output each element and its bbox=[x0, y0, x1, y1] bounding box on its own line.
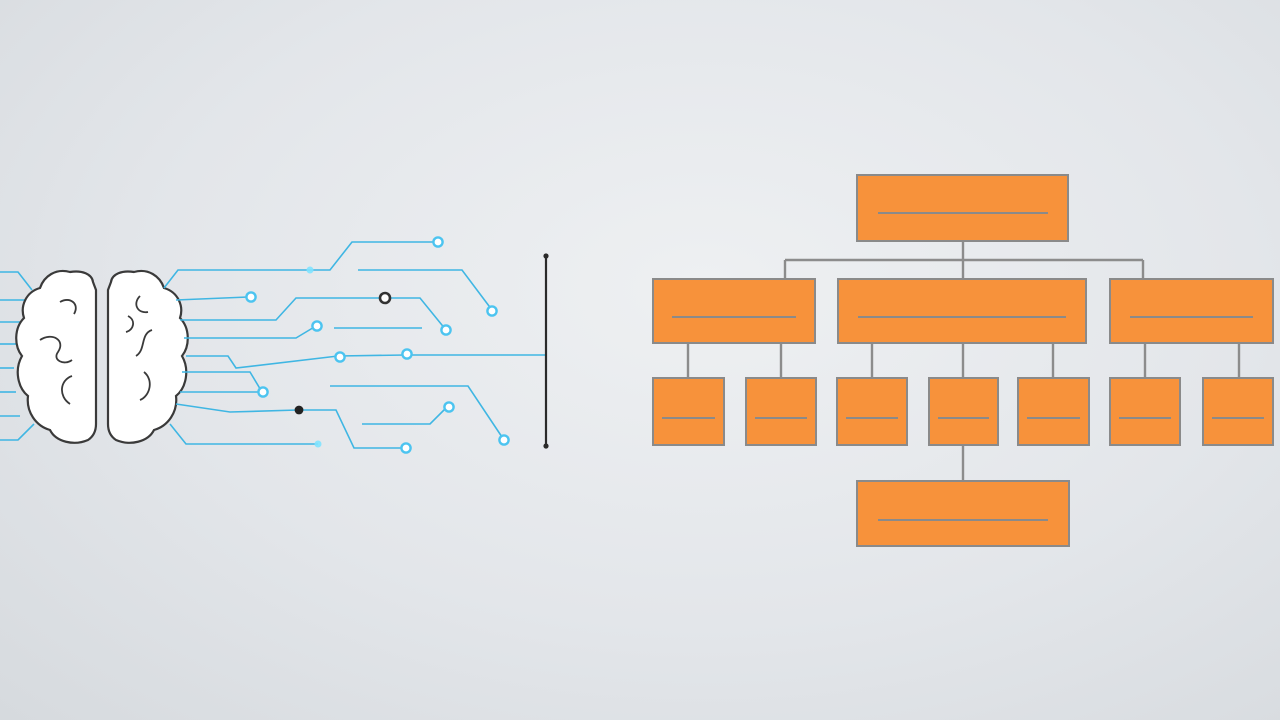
org-box-level2-right bbox=[1109, 278, 1274, 344]
circuit-traces bbox=[163, 241, 545, 449]
brain-right-hemisphere bbox=[106, 269, 189, 444]
circuit-nodes bbox=[245, 236, 510, 454]
brain-circuit-illustration bbox=[0, 236, 549, 454]
org-box-level3-5 bbox=[1017, 377, 1090, 446]
org-box-level3-1 bbox=[652, 377, 725, 446]
dark-circuit-nodes bbox=[294, 291, 392, 415]
glow-points bbox=[306, 266, 322, 448]
left-circuit-stubs bbox=[0, 271, 35, 441]
brain-folds bbox=[39, 295, 153, 405]
org-box-level3-6 bbox=[1109, 377, 1181, 446]
org-chart bbox=[652, 174, 1274, 547]
org-box-level3-7 bbox=[1202, 377, 1274, 446]
circuit-bus-bar bbox=[543, 253, 549, 449]
org-connectors bbox=[686, 241, 1241, 481]
org-box-level3-4 bbox=[928, 377, 999, 446]
org-box-level3-3 bbox=[836, 377, 908, 446]
org-box-level2-center bbox=[837, 278, 1087, 344]
org-box-level2-left bbox=[652, 278, 816, 344]
org-box-level3-2 bbox=[745, 377, 817, 446]
brain-icon bbox=[15, 269, 189, 444]
org-box-top bbox=[856, 174, 1069, 242]
org-box-bottom bbox=[856, 480, 1070, 547]
